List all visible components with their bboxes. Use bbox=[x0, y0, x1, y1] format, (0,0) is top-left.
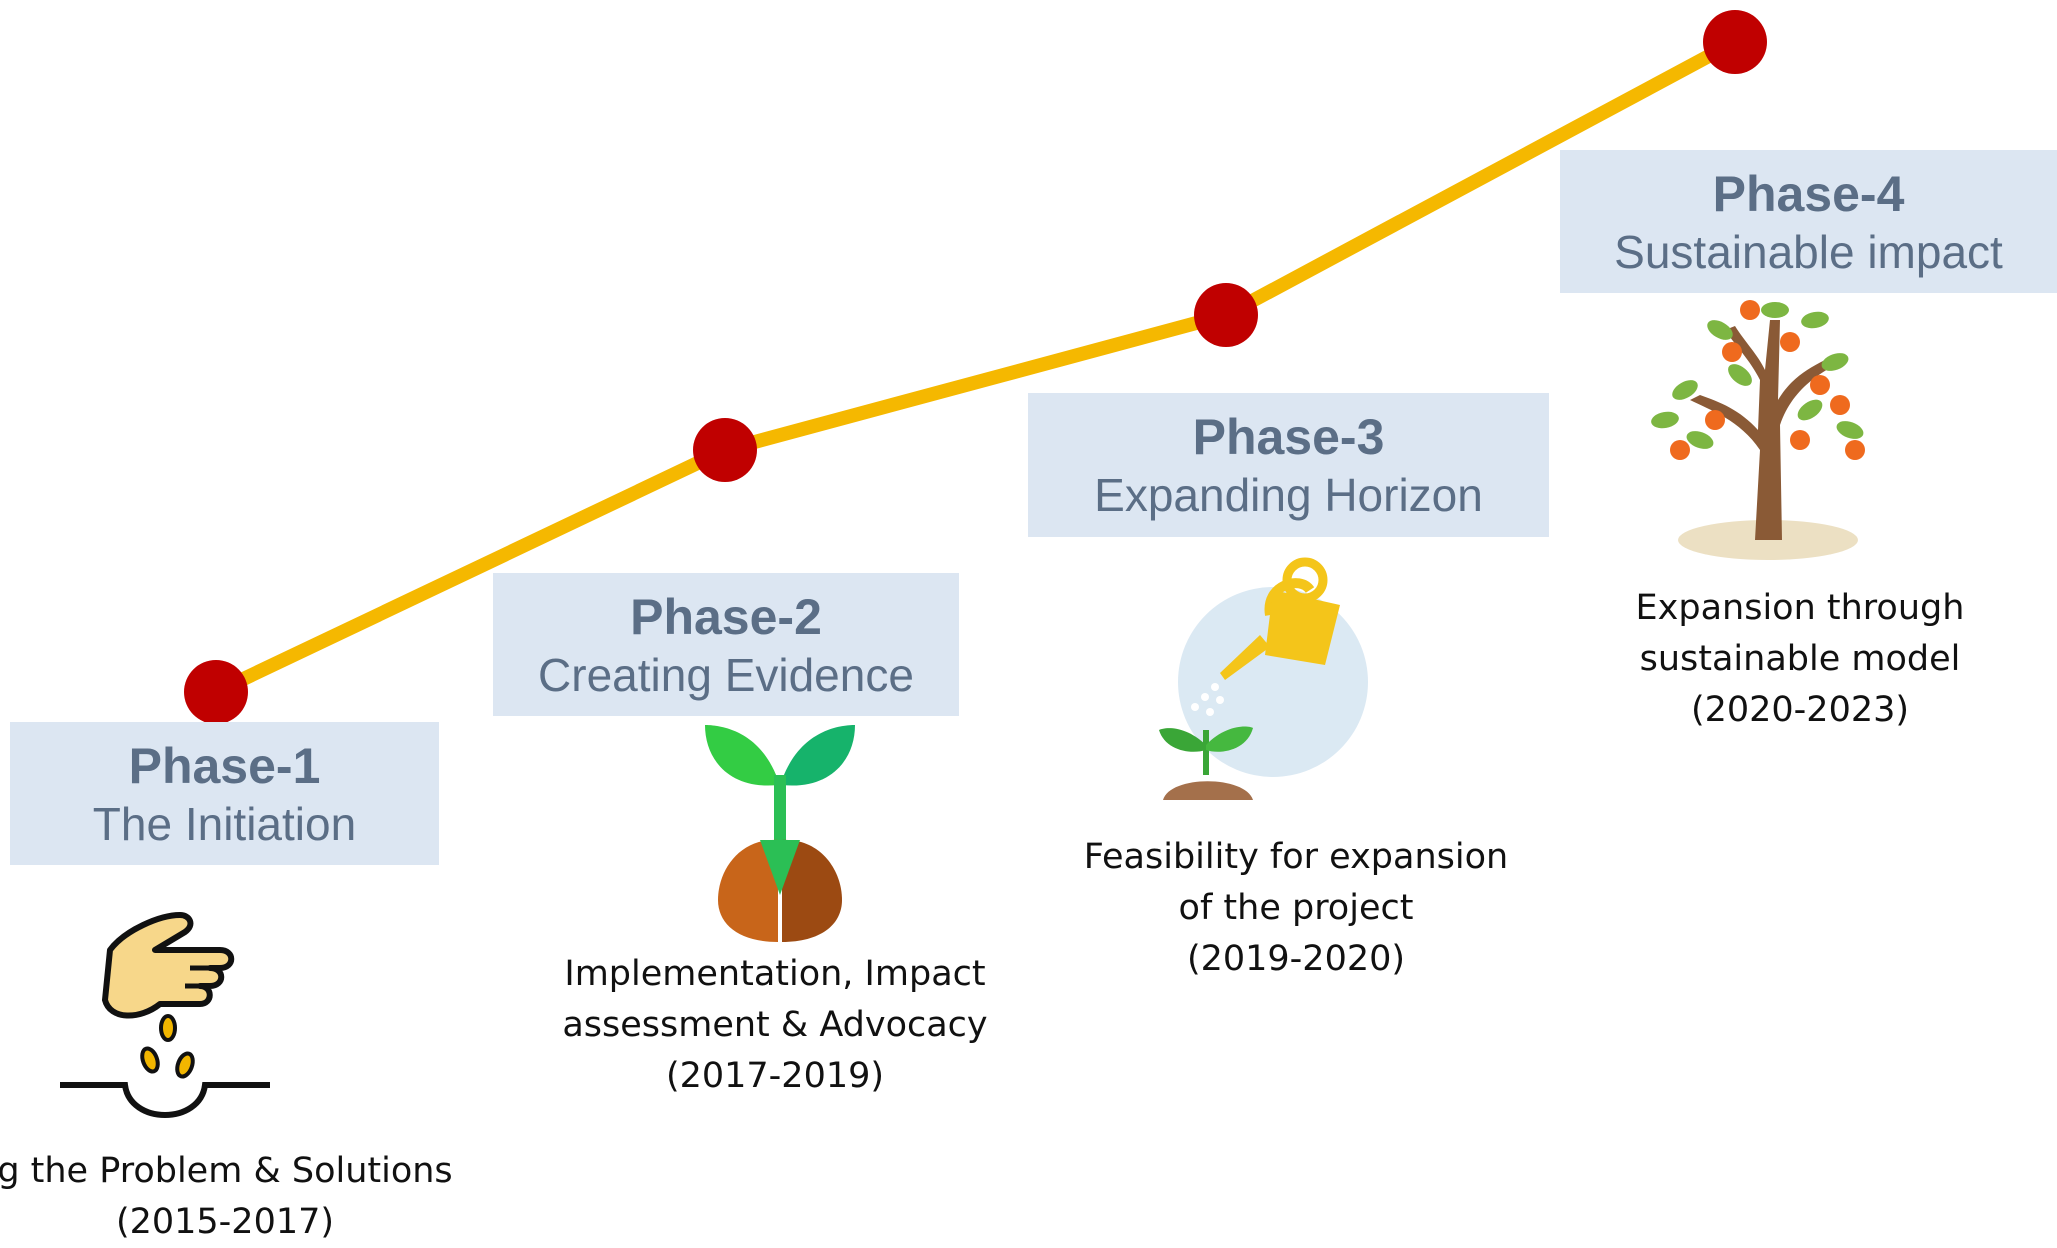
phase-3-desc-line-3: (2019-2020) bbox=[1186, 939, 1406, 979]
phase-3-desc-line-1: Feasibility for expansion bbox=[1083, 837, 1509, 877]
phase-4-title: Phase-4 bbox=[1712, 166, 1905, 222]
phase-1-desc-line-1: g the Problem & Solutions bbox=[0, 1151, 453, 1191]
phase-3-box: Phase-3 Expanding Horizon bbox=[1028, 393, 1549, 537]
hand-sowing-seeds-icon bbox=[60, 912, 270, 1118]
phase-3-subtitle: Expanding Horizon bbox=[1094, 469, 1483, 521]
phase-3-title: Phase-3 bbox=[1192, 409, 1385, 465]
phase-1-title: Phase-1 bbox=[128, 738, 321, 794]
phase-4-desc-line-2: sustainable model bbox=[1639, 639, 1961, 679]
watering-can-sapling-icon bbox=[1159, 557, 1368, 800]
sprouting-seed-icon bbox=[705, 725, 855, 942]
phase-4-desc-line-3: (2020-2023) bbox=[1690, 690, 1910, 730]
phase-4-description: Expansion through sustainable model (202… bbox=[1550, 583, 2050, 736]
timeline-line bbox=[212, 35, 1739, 699]
phase-4-desc-line-1: Expansion through bbox=[1635, 588, 1965, 628]
phase-2-desc-line-2: assessment & Advocacy bbox=[562, 1005, 988, 1045]
phase-3-desc-line-2: of the project bbox=[1178, 888, 1414, 928]
phase-4-box: Phase-4 Sustainable impact bbox=[1560, 150, 2057, 293]
milestone-dot-4 bbox=[1703, 10, 1767, 74]
milestone-dot-2 bbox=[693, 418, 757, 482]
phase-2-desc-line-1: Implementation, Impact bbox=[564, 954, 986, 994]
milestone-dot-1 bbox=[184, 660, 248, 724]
phase-2-description: Implementation, Impact assessment & Advo… bbox=[525, 949, 1025, 1102]
phase-1-box: Phase-1 The Initiation bbox=[10, 722, 439, 865]
phase-2-title: Phase-2 bbox=[630, 589, 822, 645]
phase-2-subtitle: Creating Evidence bbox=[538, 649, 914, 701]
fruit-tree-icon bbox=[1651, 300, 1865, 560]
milestone-dot-3 bbox=[1194, 283, 1258, 347]
phase-3-description: Feasibility for expansion of the project… bbox=[1046, 832, 1546, 985]
phase-2-box: Phase-2 Creating Evidence bbox=[493, 573, 959, 716]
phase-1-description: g the Problem & Solutions (2015-2017) bbox=[0, 1146, 490, 1248]
phase-4-subtitle: Sustainable impact bbox=[1614, 226, 2003, 278]
phase-1-desc-line-2: (2015-2017) bbox=[115, 1202, 335, 1242]
phase-2-desc-line-3: (2017-2019) bbox=[665, 1056, 885, 1096]
phase-1-subtitle: The Initiation bbox=[92, 798, 357, 850]
